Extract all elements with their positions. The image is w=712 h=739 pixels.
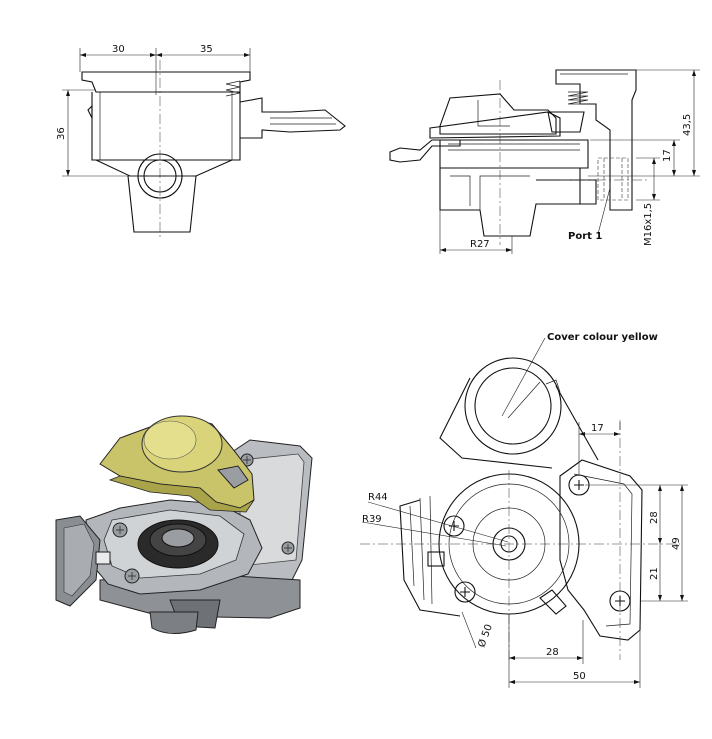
dim-28-vertical: 28	[649, 511, 660, 524]
dim-r39: R39	[362, 514, 382, 525]
dim-17-plan: 17	[591, 423, 604, 434]
isometric-render	[55, 415, 313, 634]
dim-diameter-50: Ø 50	[476, 623, 495, 649]
dim-28-horizontal: 28	[546, 647, 559, 658]
dim-r27: R27	[470, 239, 490, 250]
dim-36: 36	[56, 127, 67, 140]
dim-thread: M16x1,5	[643, 203, 654, 246]
dim-50: 50	[573, 671, 586, 682]
dim-49: 49	[671, 537, 682, 550]
front-view: 30 35 36	[56, 44, 346, 238]
dim-35: 35	[200, 44, 213, 55]
dim-43-5: 43,5	[682, 114, 693, 136]
dim-17-side: 17	[662, 149, 673, 162]
plan-view: Cover colour yellow 17	[360, 332, 688, 688]
port-1-label: Port 1	[568, 231, 602, 242]
side-view: 43,5 17 M16x1,5 R27 Port 1	[389, 69, 700, 254]
dim-21: 21	[649, 567, 660, 580]
cover-colour-note: Cover colour yellow	[547, 332, 658, 343]
dim-r44: R44	[368, 492, 388, 503]
dim-30: 30	[112, 44, 125, 55]
